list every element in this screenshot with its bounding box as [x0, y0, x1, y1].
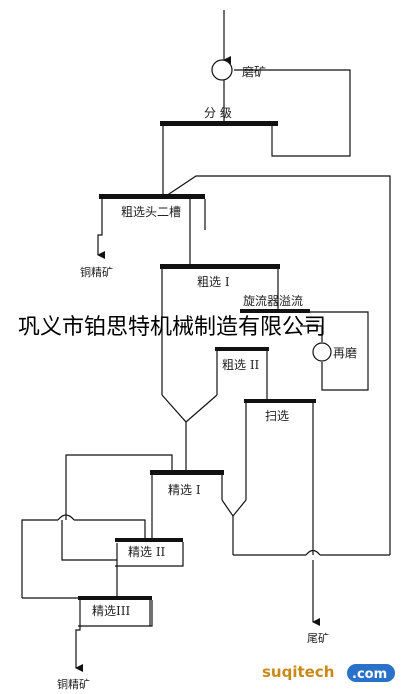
overflow-loop-b — [300, 325, 323, 342]
label-classification: 分 级 — [204, 106, 232, 120]
overflow-loop-a — [242, 311, 369, 391]
label-cyclone-overflow: 旋流器溢流 — [243, 294, 303, 308]
classifier-bar — [160, 121, 278, 126]
head-cell-concentrate — [97, 198, 105, 259]
crossover-1b — [74, 519, 146, 540]
final-concentrate-arrow — [75, 600, 83, 672]
company-watermark: 巩义市铂思特机械制造有限公司 — [18, 315, 326, 340]
label-tailings: 尾矿 — [307, 632, 329, 645]
cleaner3-recycle-a — [21, 519, 58, 598]
mill-icon — [211, 59, 233, 81]
cell-bars — [78, 121, 316, 600]
label-copper-concentrate-1: 铜精矿 — [80, 265, 113, 279]
rougher1-bar — [160, 264, 280, 269]
concentrate-funnel — [161, 394, 218, 423]
logo-site-name: suqitech — [262, 663, 334, 681]
cleaner2-recycle — [65, 454, 173, 520]
overflow-bar — [240, 309, 310, 313]
rougher2-bar — [215, 347, 269, 351]
label-rougher-2: 粗选 II — [222, 358, 260, 372]
head-cell-bar — [99, 194, 205, 199]
scavenger-recycle — [165, 175, 391, 555]
label-rougher-head-cell: 粗选头二槽 — [121, 205, 181, 219]
label-regrind: 再磨 — [333, 346, 357, 360]
cleaner-tail-funnel — [221, 499, 247, 518]
cleaner3-bar — [78, 596, 152, 600]
classifier-recycle — [234, 69, 351, 157]
label-cleaner-3: 精选III — [92, 604, 130, 618]
regrind-mill-icon — [312, 342, 332, 362]
scavenger-bar — [244, 399, 316, 403]
crossover-1 — [57, 514, 75, 521]
cleaner2-bar — [115, 538, 183, 542]
site-logo: suqitech .com — [262, 663, 395, 682]
flow-lines — [21, 10, 391, 672]
cleaner1-bar — [150, 470, 224, 475]
label-cleaner-2: 精选 II — [128, 545, 166, 559]
tail-crossover — [305, 549, 321, 556]
cell-walls — [78, 199, 206, 627]
cleaner2-left-loop — [61, 520, 118, 561]
label-copper-concentrate-2: 铜精矿 — [57, 677, 90, 691]
label-rougher-1: 粗选 I — [197, 275, 230, 289]
label-grinding: 磨矿 — [242, 65, 266, 79]
logo-tld-badge — [347, 664, 395, 682]
label-scavenger: 扫选 — [265, 409, 289, 423]
logo-site-tld: .com — [352, 667, 387, 682]
label-cleaner-1: 精选 I — [168, 483, 201, 497]
